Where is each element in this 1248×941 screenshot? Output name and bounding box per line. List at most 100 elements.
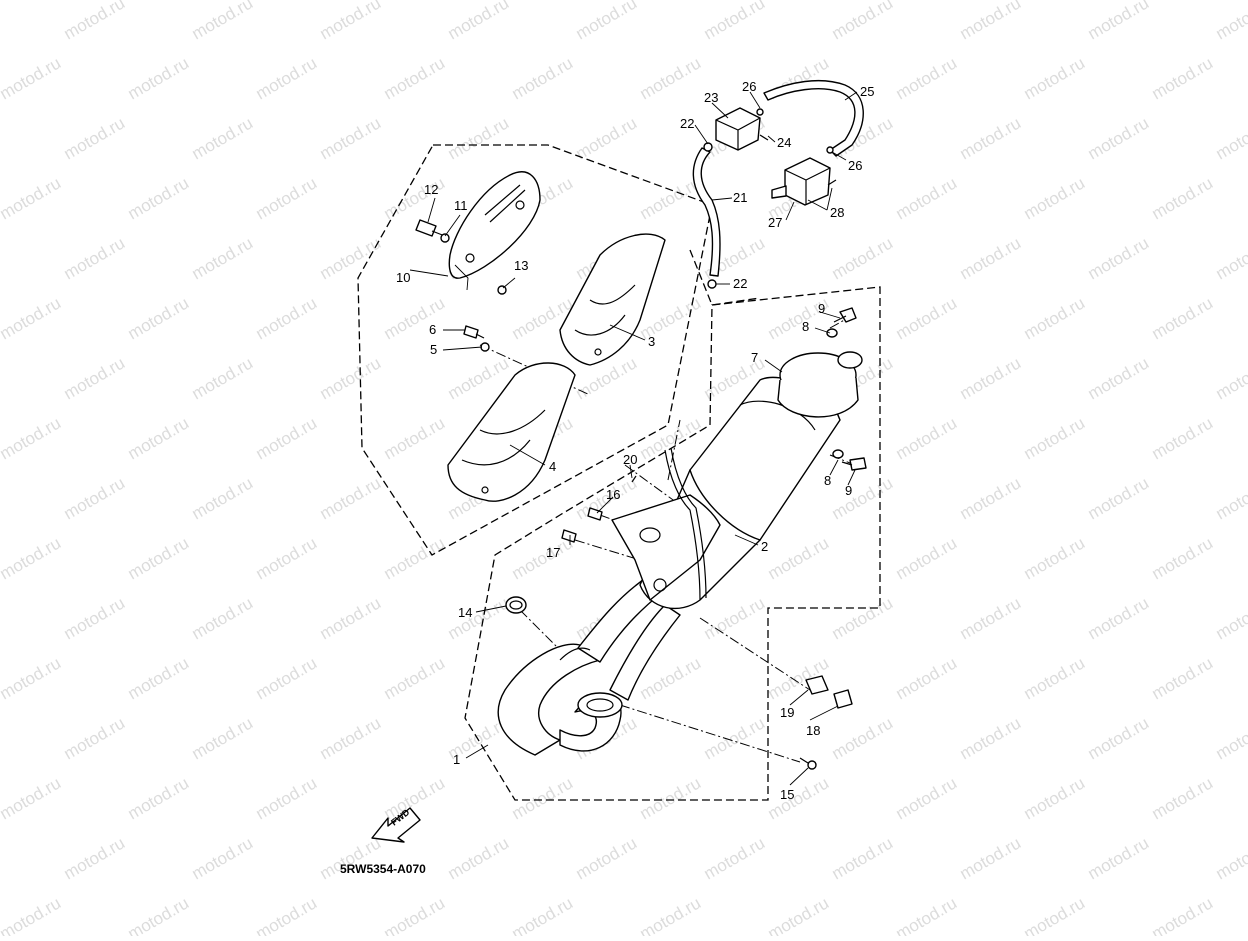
watermark-text: motod.ru bbox=[317, 233, 385, 283]
callout-23: 23 bbox=[704, 90, 718, 105]
callout-8b: 8 bbox=[824, 473, 831, 488]
watermark-text: motod.ru bbox=[1149, 893, 1217, 936]
watermark-text: motod.ru bbox=[1213, 113, 1248, 163]
watermark-text: motod.ru bbox=[253, 533, 321, 583]
watermark-text: motod.ru bbox=[189, 593, 257, 643]
callout-15: 15 bbox=[780, 787, 794, 802]
callout-25: 25 bbox=[860, 84, 874, 99]
watermark-text: motod.ru bbox=[829, 473, 897, 523]
watermark-text: motod.ru bbox=[893, 653, 961, 703]
watermark-text: motod.ru bbox=[61, 233, 129, 283]
watermark-text: motod.ru bbox=[1213, 833, 1248, 883]
watermark-text: motod.ru bbox=[1149, 173, 1217, 223]
watermark-text: motod.ru bbox=[957, 833, 1025, 883]
watermark-text: motod.ru bbox=[957, 113, 1025, 163]
watermark-text: motod.ru bbox=[189, 113, 257, 163]
watermark-text: motod.ru bbox=[1149, 53, 1217, 103]
watermark-text: motod.ru bbox=[61, 353, 129, 403]
callout-22a: 22 bbox=[680, 116, 694, 131]
watermark-text: motod.ru bbox=[829, 0, 897, 43]
watermark-text: motod.ru bbox=[1149, 773, 1217, 823]
watermark-text: motod.ru bbox=[509, 773, 577, 823]
watermark-text: motod.ru bbox=[125, 293, 193, 343]
callout-1: 1 bbox=[453, 752, 460, 767]
watermark-text: motod.ru bbox=[0, 773, 64, 823]
watermark-text: motod.ru bbox=[1085, 833, 1153, 883]
watermark-text: motod.ru bbox=[445, 833, 513, 883]
watermark-text: motod.ru bbox=[1085, 473, 1153, 523]
watermark-text: motod.ru bbox=[61, 113, 129, 163]
reed-valve-23 bbox=[716, 108, 760, 150]
callout-19: 19 bbox=[780, 705, 794, 720]
watermark-text: motod.ru bbox=[957, 0, 1025, 43]
watermark-text: motod.ru bbox=[765, 893, 833, 936]
watermark-text: motod.ru bbox=[957, 593, 1025, 643]
callout-26b: 26 bbox=[848, 158, 862, 173]
watermark-text: motod.ru bbox=[0, 893, 64, 936]
watermark-text: motod.ru bbox=[957, 713, 1025, 763]
watermark-text: motod.ru bbox=[765, 773, 833, 823]
callout-2: 2 bbox=[761, 539, 768, 554]
callout-5: 5 bbox=[430, 342, 437, 357]
callout-7: 7 bbox=[751, 350, 758, 365]
watermark-text: motod.ru bbox=[1021, 533, 1089, 583]
watermark-text: motod.ru bbox=[829, 593, 897, 643]
watermark-text: motod.ru bbox=[1213, 713, 1248, 763]
watermark-text: motod.ru bbox=[765, 533, 833, 583]
watermark-text: motod.ru bbox=[189, 473, 257, 523]
watermark-text: motod.ru bbox=[1149, 533, 1217, 583]
watermark-text: motod.ru bbox=[317, 113, 385, 163]
callout-4: 4 bbox=[549, 459, 556, 474]
watermark-text: motod.ru bbox=[957, 353, 1025, 403]
watermark-text: motod.ru bbox=[61, 593, 129, 643]
watermark-text: motod.ru bbox=[893, 173, 961, 223]
watermark-text: motod.ru bbox=[0, 413, 64, 463]
watermark-text: motod.ru bbox=[253, 893, 321, 936]
callout-18: 18 bbox=[806, 723, 820, 738]
watermark-text: motod.ru bbox=[701, 833, 769, 883]
watermark-text: motod.ru bbox=[829, 833, 897, 883]
watermark-text: motod.ru bbox=[893, 893, 961, 936]
callout-13: 13 bbox=[514, 258, 528, 273]
watermark-text: motod.ru bbox=[381, 893, 449, 936]
watermark-text: motod.ru bbox=[381, 53, 449, 103]
watermark-text: motod.ru bbox=[957, 233, 1025, 283]
watermark-text: motod.ru bbox=[1085, 113, 1153, 163]
callout-24: 24 bbox=[777, 135, 791, 150]
watermark-text: motod.ru bbox=[381, 413, 449, 463]
watermark-text: motod.ru bbox=[637, 773, 705, 823]
watermark-text: motod.ru bbox=[0, 53, 64, 103]
watermark-text: motod.ru bbox=[381, 293, 449, 343]
watermark-text: motod.ru bbox=[1085, 593, 1153, 643]
watermark-text: motod.ru bbox=[125, 773, 193, 823]
watermark-text: motod.ru bbox=[317, 0, 385, 43]
watermark-text: motod.ru bbox=[701, 713, 769, 763]
callout-28: 28 bbox=[830, 205, 844, 220]
watermark-text: motod.ru bbox=[637, 53, 705, 103]
callout-26a: 26 bbox=[742, 79, 756, 94]
callout-6: 6 bbox=[429, 322, 436, 337]
watermark-text: motod.ru bbox=[701, 0, 769, 43]
watermark-text: motod.ru bbox=[893, 773, 961, 823]
watermark-text: motod.ru bbox=[0, 653, 64, 703]
watermark-text: motod.ru bbox=[573, 0, 641, 43]
watermark-text: motod.ru bbox=[573, 833, 641, 883]
watermark-text: motod.ru bbox=[509, 893, 577, 936]
watermark-text: motod.ru bbox=[0, 293, 64, 343]
watermark-text: motod.ru bbox=[1213, 593, 1248, 643]
callout-17: 17 bbox=[546, 545, 560, 560]
watermark-text: motod.ru bbox=[445, 593, 513, 643]
watermark-text: motod.ru bbox=[1149, 413, 1217, 463]
watermark-text: motod.ru bbox=[893, 413, 961, 463]
watermark-text: motod.ru bbox=[893, 533, 961, 583]
watermark-text: motod.ru bbox=[1085, 233, 1153, 283]
watermark-text: motod.ru bbox=[1021, 53, 1089, 103]
watermark-text: motod.ru bbox=[1021, 773, 1089, 823]
watermark-text: motod.ru bbox=[125, 413, 193, 463]
callout-12: 12 bbox=[424, 182, 438, 197]
callout-20: 20 bbox=[623, 452, 637, 467]
watermark-text: motod.ru bbox=[317, 473, 385, 523]
drawing-code: 5RW5354-A070 bbox=[340, 862, 426, 876]
